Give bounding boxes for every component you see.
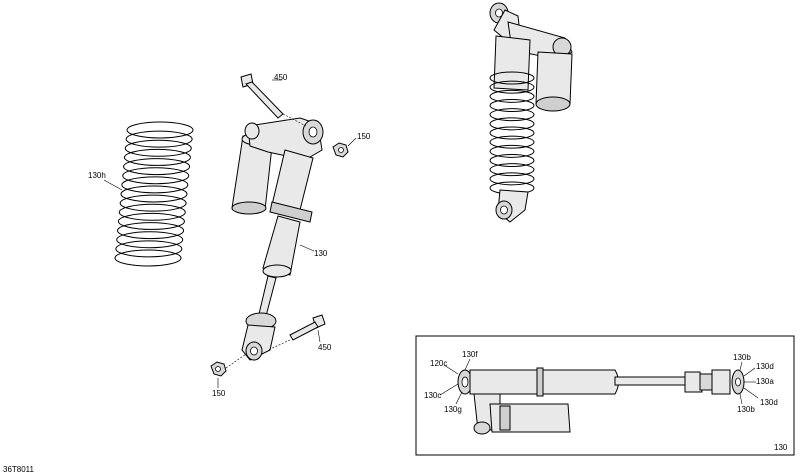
- spring-coil: [120, 185, 188, 203]
- spring-coil: [489, 163, 535, 177]
- inset-callout-130d-top: 130d: [756, 362, 774, 371]
- bottom-bolt[interactable]: [289, 314, 326, 341]
- spring-coil: [489, 144, 535, 158]
- inset-callout-120c: 120c: [430, 359, 447, 368]
- callout-bolt-top: 450: [274, 73, 288, 82]
- spring-coil: [489, 154, 535, 167]
- spring-coil: [122, 167, 190, 185]
- spring-coil: [123, 148, 191, 166]
- spring-coil: [123, 158, 191, 176]
- assembled-shock[interactable]: [489, 2, 573, 223]
- spring-coil: [489, 80, 535, 94]
- inset-callout-130d-bottom: 130d: [760, 398, 778, 407]
- shock-shaft[interactable]: [258, 275, 277, 317]
- spring-coil: [115, 240, 183, 258]
- spring-coil: [489, 172, 535, 186]
- bottom-nut[interactable]: [210, 361, 227, 377]
- spring-coil: [126, 121, 194, 139]
- spring-coil: [489, 117, 535, 131]
- spring-coil: [489, 71, 535, 85]
- inset-shock-side-view[interactable]: [457, 367, 745, 435]
- spring-coil: [489, 99, 535, 112]
- shock-head[interactable]: [244, 117, 324, 161]
- diagram-code: 36T8011: [3, 465, 35, 474]
- shock-body[interactable]: [262, 149, 314, 278]
- top-nut[interactable]: [332, 142, 349, 158]
- spring-coil: [119, 194, 187, 212]
- lower-eyelet[interactable]: [241, 312, 277, 361]
- inset-callout-130f: 130f: [462, 350, 478, 359]
- callout-nut-bottom: 150: [212, 389, 226, 398]
- spring-coil: [489, 89, 535, 103]
- inset-callout-130b-bottom: 130b: [737, 405, 755, 414]
- spring-coil: [117, 222, 185, 240]
- spring-coil: [124, 139, 192, 157]
- callout-bolt-bottom: 450: [318, 343, 332, 352]
- coil-spring[interactable]: [114, 121, 194, 267]
- spring-coil: [121, 176, 189, 194]
- spring-coil: [489, 126, 535, 140]
- spring-coil: [114, 249, 182, 267]
- spring-coil: [489, 108, 535, 122]
- detail-inset: [415, 335, 795, 456]
- inset-callout-130b-top: 130b: [733, 353, 751, 362]
- spring-coil: [125, 130, 193, 148]
- spring-coil: [118, 203, 186, 221]
- exploded-shock[interactable]: [103, 73, 357, 388]
- spring-coil: [489, 135, 535, 149]
- inset-callout-130a: 130a: [756, 377, 774, 386]
- inset-callout-130c: 130c: [424, 391, 441, 400]
- callout-nut-top: 150: [357, 132, 371, 141]
- spring-coil: [117, 212, 185, 230]
- callout-spring: 130h: [88, 171, 106, 180]
- spring-coil: [116, 231, 184, 249]
- inset-number: 130: [774, 443, 788, 452]
- inset-callout-130g: 130g: [444, 405, 462, 414]
- callout-shock: 130: [314, 249, 328, 258]
